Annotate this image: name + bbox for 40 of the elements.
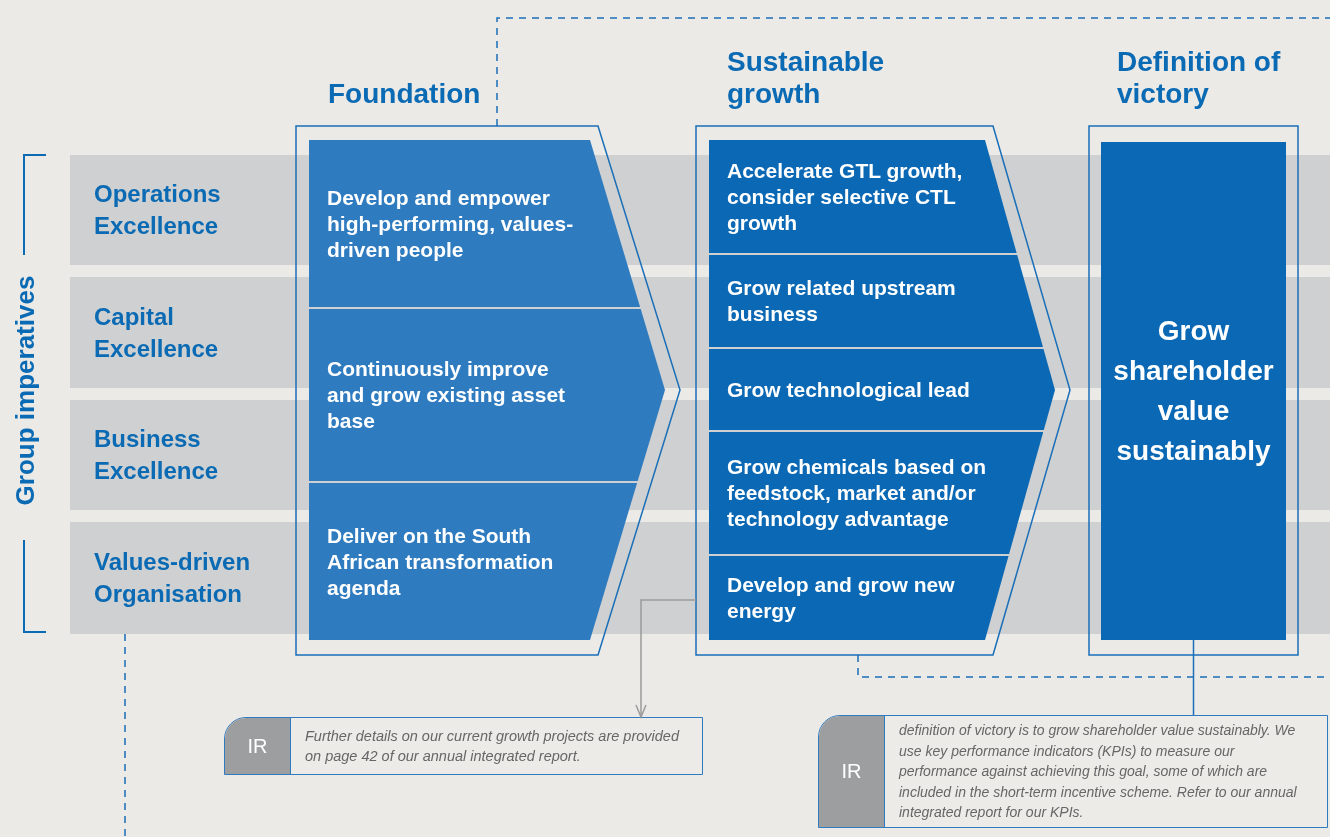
segment-text: Grow related upstream business <box>727 275 957 327</box>
note-card <box>224 717 703 775</box>
column-heading: Definition of victory <box>1117 46 1282 110</box>
segment-text: Develop and grow new energy <box>727 572 956 624</box>
row-label: Values-driven Organisation <box>94 547 252 609</box>
row-band <box>70 522 296 634</box>
arrow <box>635 599 697 718</box>
chevron-segment <box>709 432 1044 554</box>
column-heading: Foundation <box>328 78 482 110</box>
chevron-segment <box>709 556 1009 640</box>
note-text: definition of victory is to grow shareholder value sustainably. We use key performance indicators (KPIs) to measure our performance against achieving this goal, some of which are included in the short-term incentive scheme. Refer to our annual integrated report for our KPIs. <box>899 721 1298 823</box>
column-heading: Sustainable growth <box>727 46 886 110</box>
segment-text: Grow technological lead <box>727 376 971 403</box>
segment-text: Grow chemicals based on feedstock, market and/or technology advantage <box>727 454 988 532</box>
row-label: Operations Excellence <box>94 179 222 241</box>
side-label: Group imperatives <box>9 274 41 508</box>
segment-text: Develop and empower high-performing, values-driven people <box>327 184 575 263</box>
chevron-segment <box>309 140 641 307</box>
row-label: Business Excellence <box>94 424 220 486</box>
dashed-line <box>124 633 126 837</box>
row-band <box>70 400 296 510</box>
chevron-segment <box>309 483 638 640</box>
chevron-segment <box>309 309 665 481</box>
goal-text: Grow shareholder value sustainably <box>1112 314 1275 468</box>
dashed-line <box>496 17 1330 127</box>
ir-tag: IR <box>225 718 291 774</box>
chevron-segment <box>709 349 1055 430</box>
chevron-segment <box>709 255 1043 347</box>
segment-text: Deliver on the South African transformation agenda <box>327 522 555 601</box>
segment-text: Accelerate GTL growth, consider selective CTL growth <box>727 157 964 236</box>
note-text: Further details on our current growth projects are provided on page 42 of our annual integrated report. <box>305 727 681 766</box>
row-label: Capital Excellence <box>94 301 220 364</box>
goal-box <box>1101 142 1286 640</box>
segment-text: Continuously improve and grow existing asset base <box>327 356 567 434</box>
row-band <box>70 277 296 388</box>
ir-tag: IR <box>819 716 885 827</box>
chevron-segment <box>709 140 1017 253</box>
connector-line <box>1192 639 1195 716</box>
note-card <box>818 715 1328 828</box>
row-band <box>70 155 296 265</box>
